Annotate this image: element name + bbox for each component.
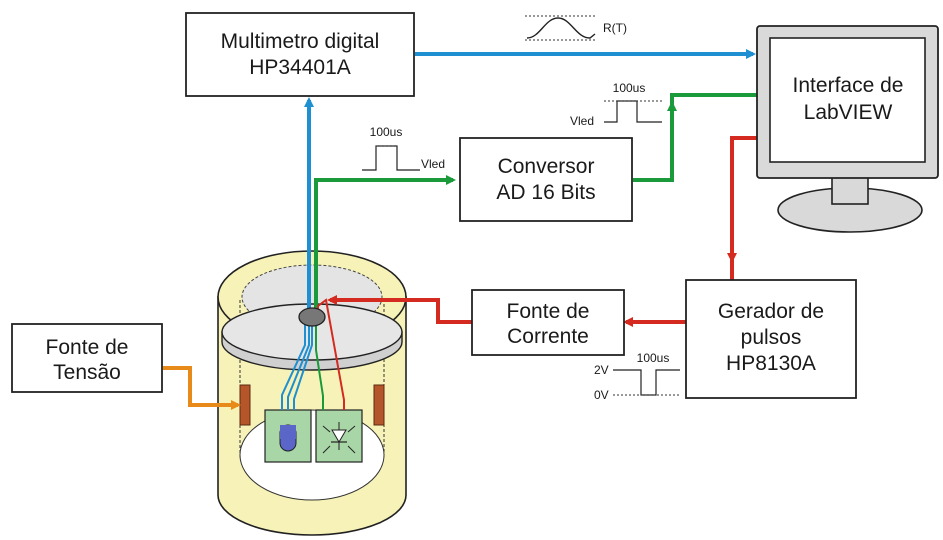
- labview-monitor: Interface de LabVIEW: [756, 25, 939, 233]
- current-source-box: Fonte de Corrente: [471, 289, 625, 356]
- red-line-to-generator: [727, 136, 757, 263]
- labview-line2: LabVIEW: [804, 101, 893, 124]
- pulse-low-label: 0V: [594, 388, 609, 402]
- green-line-labview-top: [670, 93, 757, 116]
- blue-wire: [281, 318, 313, 410]
- pulse-generator-box: Gerador de pulsos HP8130A: [685, 279, 857, 399]
- led-board: [315, 409, 363, 463]
- thermistor-board: [264, 409, 312, 463]
- vled-converter-signal: 100us Vled: [362, 125, 445, 171]
- pulse-high-label: 2V: [594, 363, 609, 377]
- feedthrough: [298, 307, 326, 327]
- red-line-to-cryostat: [327, 295, 472, 324]
- pulse-generator-model: HP8130A: [726, 352, 816, 375]
- pulse-generator-line2: pulsos: [741, 326, 802, 349]
- converter-title: Conversor: [498, 155, 595, 178]
- vled-converter-label: Vled: [421, 157, 445, 171]
- vled-labview-signal: 100us Vled: [570, 81, 662, 128]
- heater-right: [373, 384, 385, 426]
- multimeter-title: Multimetro digital: [221, 30, 380, 53]
- pulse-width-label: 100us: [637, 351, 670, 365]
- orange-line-to-heater: [163, 366, 241, 410]
- current-source-line1: Fonte de: [507, 300, 590, 323]
- green-line-to-labview: [633, 101, 677, 182]
- vled-labview-label: Vled: [570, 114, 594, 128]
- current-source-line2: Corrente: [507, 325, 589, 348]
- voltage-source-box: Fonte de Tensão: [11, 323, 163, 393]
- green-led-wire: [315, 318, 324, 410]
- cryostat-lid: [221, 303, 403, 371]
- multimeter-model: HP34401A: [249, 56, 351, 79]
- converter-box: Conversor AD 16 Bits: [459, 137, 633, 222]
- labview-line1: Interface de: [793, 74, 904, 97]
- green-line-to-converter: [314, 175, 456, 318]
- vled-converter-width: 100us: [370, 125, 403, 139]
- pulse-generator-line1: Gerador de: [718, 300, 824, 323]
- resistance-signal: R(T): [525, 15, 627, 41]
- pulse-signal: 100us 2V 0V: [594, 351, 680, 402]
- resistance-label: R(T): [603, 21, 627, 35]
- heater-left: [239, 384, 251, 426]
- multimeter-box: Multimetro digital HP34401A: [185, 12, 415, 97]
- vled-labview-width: 100us: [613, 81, 646, 95]
- voltage-source-line1: Fonte de: [46, 336, 129, 359]
- voltage-source-line2: Tensão: [53, 361, 121, 384]
- converter-spec: AD 16 Bits: [496, 181, 595, 204]
